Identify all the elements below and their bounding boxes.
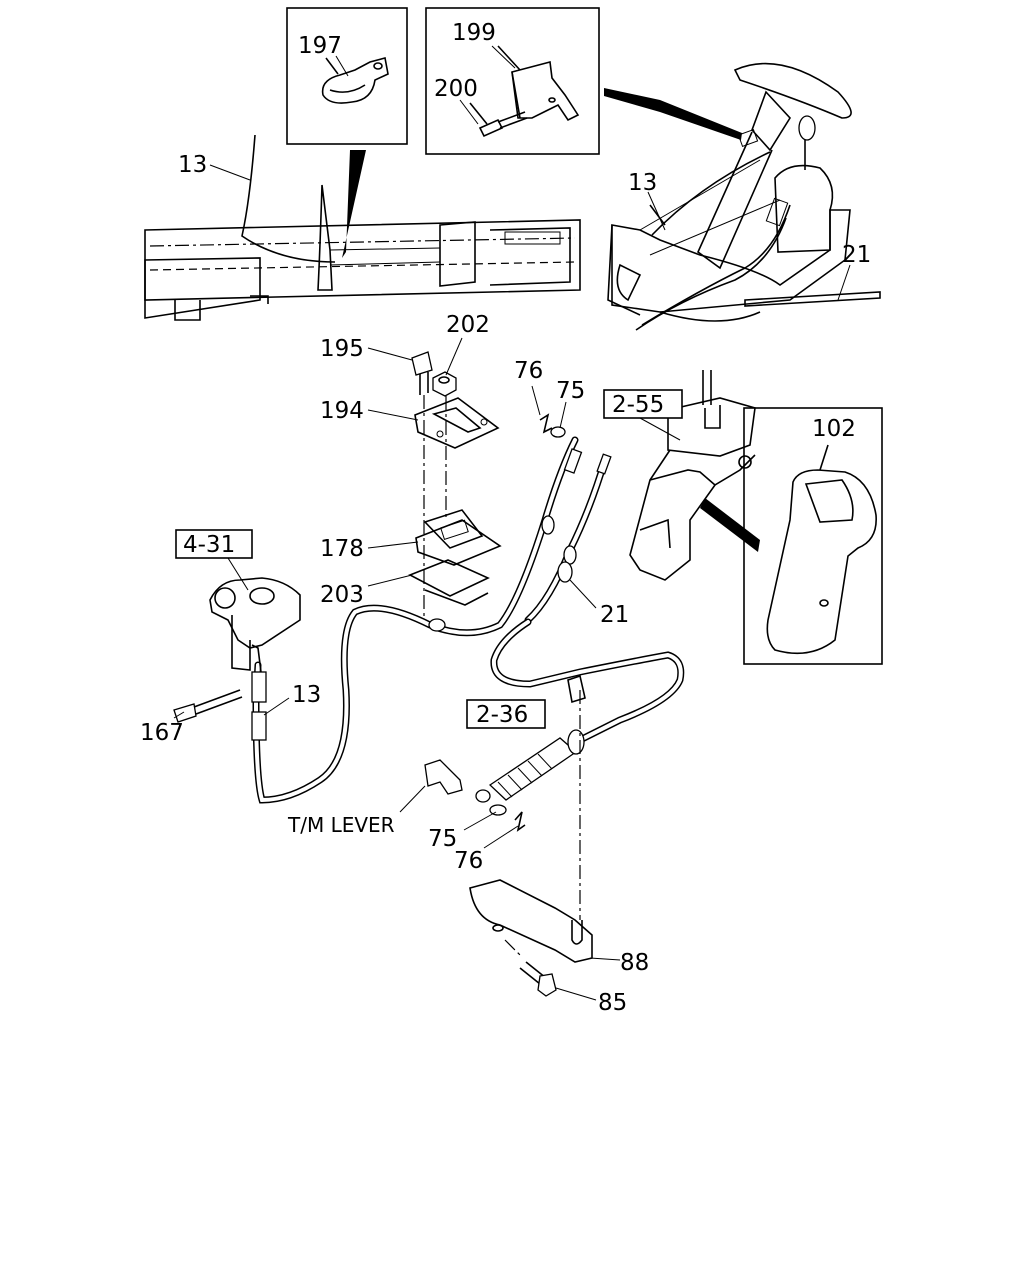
inset-box-cover-102: [743, 407, 883, 665]
steering-column-area: [607, 62, 881, 331]
part-label-195: 195: [320, 336, 364, 362]
inset-box-clip-197: [286, 7, 408, 145]
bracket-88: [469, 879, 593, 963]
ref-label-4-31: 4-31: [183, 532, 235, 558]
leader-lines: [173, 45, 851, 1001]
part-label-21-mid: 21: [600, 602, 629, 628]
clip-2-36: [567, 674, 586, 704]
pointer-102: [700, 498, 760, 552]
part-label-76-top: 76: [514, 358, 543, 384]
part-label-202: 202: [446, 312, 490, 338]
part-label-13-column: 13: [628, 170, 657, 196]
cable-13: [252, 436, 579, 804]
part-label-178: 178: [320, 536, 364, 562]
bolt-195: [411, 351, 433, 395]
part-label-76-bottom: 76: [454, 848, 483, 874]
mounting-plate-178: [415, 509, 502, 566]
part-label-197: 197: [298, 33, 342, 59]
centerline-85: [504, 939, 521, 956]
ref-label-2-55: 2-55: [612, 392, 664, 418]
part-label-88: 88: [620, 950, 649, 976]
inset-box-bracket-199: [425, 7, 600, 155]
part-label-13-frame: 13: [178, 152, 207, 178]
shift-bracket: [629, 370, 756, 581]
part-label-21-top: 21: [842, 242, 871, 268]
part-label-199: 199: [452, 20, 496, 46]
pointer-199: [604, 88, 742, 140]
chassis-frame: [144, 134, 581, 321]
mounting-plate-194: [414, 397, 500, 449]
tm-lever-label: T/M LEVER: [287, 813, 395, 837]
cable-adjuster: [475, 729, 585, 803]
ref-label-2-36: 2-36: [476, 702, 528, 728]
part-label-75-top: 75: [556, 378, 585, 404]
pad-203: [408, 559, 490, 606]
cable-end-upper: [428, 448, 612, 632]
clip-76-bottom: [514, 811, 526, 832]
part-label-75-bottom: 75: [428, 826, 457, 852]
bolt-167: [173, 689, 243, 723]
part-label-167: 167: [140, 720, 184, 746]
part-label-85: 85: [598, 990, 627, 1016]
part-label-13-mid: 13: [292, 682, 321, 708]
washer-75-bottom: [489, 804, 507, 816]
pointer-197: [342, 150, 366, 258]
ref-box-2-36: [466, 699, 546, 729]
nut-202: [432, 371, 457, 397]
clip-76-top: [539, 413, 553, 434]
washer-75-top: [550, 426, 566, 438]
valve-4-31: [209, 577, 301, 741]
bolt-85: [519, 961, 557, 997]
tm-lever-bracket: [424, 759, 463, 795]
part-label-194: 194: [320, 398, 364, 424]
ref-box-4-31: [175, 529, 253, 559]
part-label-102: 102: [812, 416, 856, 442]
part-label-200: 200: [434, 76, 478, 102]
cable-21: [490, 456, 685, 744]
ref-box-2-55: [603, 389, 683, 419]
part-label-203: 203: [320, 582, 364, 608]
